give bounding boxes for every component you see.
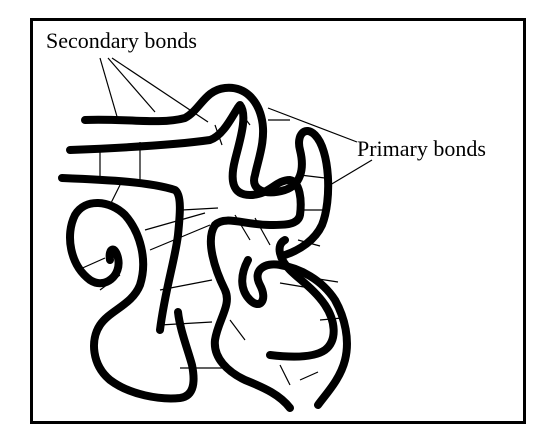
chain-4 (66, 199, 198, 403)
chain-2 (66, 101, 305, 412)
primary-bonds-label: Primary bonds (357, 136, 486, 161)
secondary-bonds-label: Secondary bonds (46, 28, 197, 53)
chain-5 (266, 236, 338, 361)
primary-chains (58, 83, 351, 412)
chain-3 (58, 174, 184, 334)
primary-bonds-leaders (267, 107, 373, 189)
chain-6 (238, 256, 351, 409)
chain-1 (81, 83, 333, 259)
